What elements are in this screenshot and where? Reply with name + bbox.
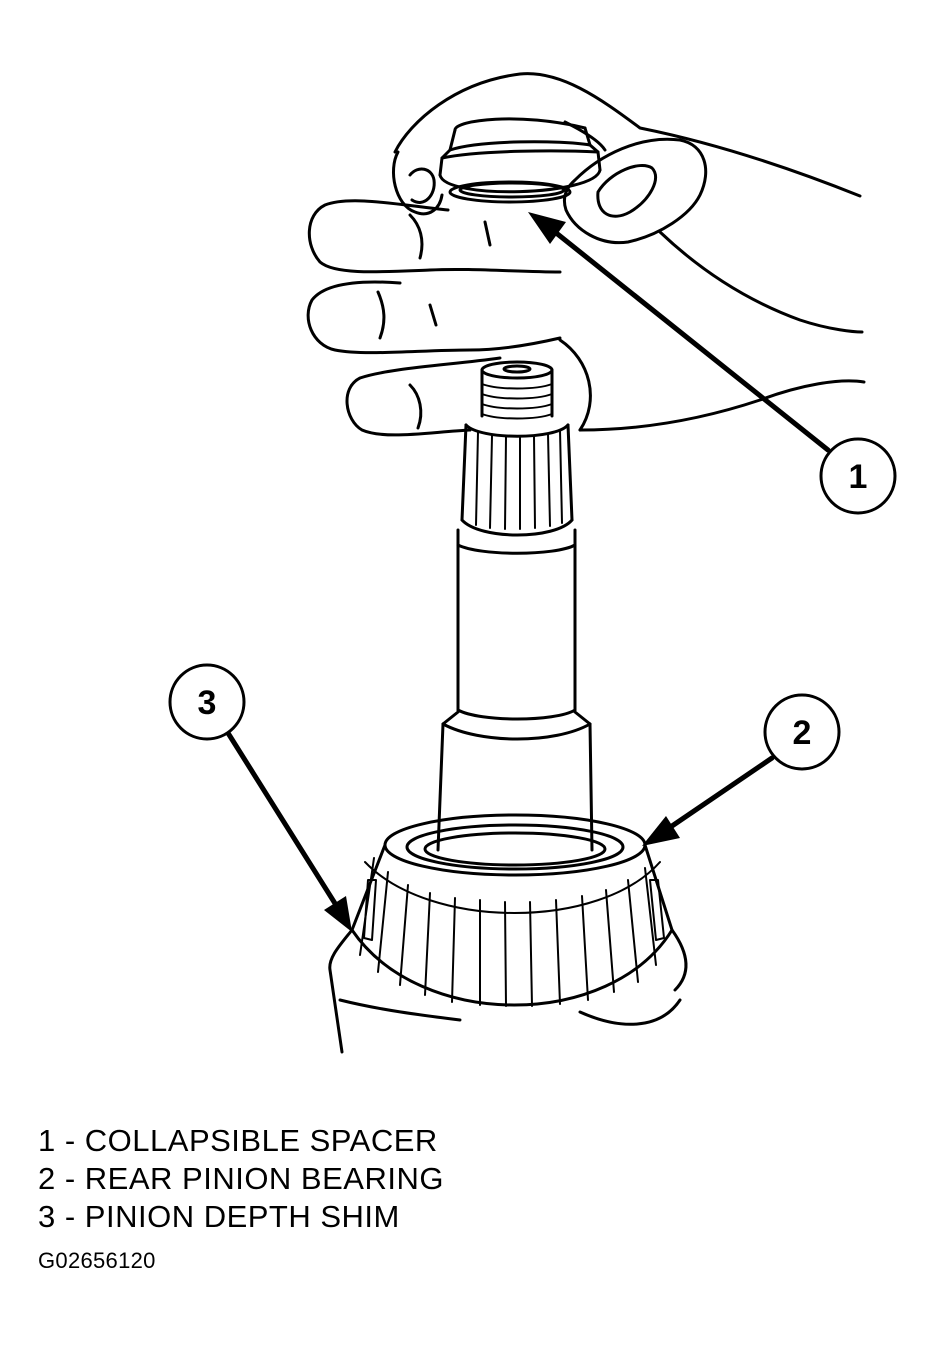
legend-item-1: 1 - COLLAPSIBLE SPACER — [38, 1123, 438, 1158]
callout-3: 3 — [168, 663, 352, 932]
collapsible-spacer — [438, 117, 602, 204]
pinion-shaft — [436, 360, 594, 852]
hand-drawing — [306, 72, 866, 437]
figure-id: G02656120 — [38, 1248, 156, 1273]
callout-1: 1 — [528, 212, 897, 515]
pinion-assembly-illustration: 1 2 3 — [168, 72, 897, 1054]
callout-2-number: 2 — [793, 714, 812, 752]
callout-1-number: 1 — [849, 458, 868, 496]
rear-pinion-bearing — [350, 813, 674, 1007]
legend-item-2: 2 - REAR PINION BEARING — [38, 1161, 444, 1196]
pinion-gear-base — [328, 928, 688, 1054]
legend-item-3: 3 - PINION DEPTH SHIM — [38, 1199, 400, 1234]
callout-2: 2 — [642, 693, 841, 846]
callout-3-number: 3 — [198, 684, 217, 722]
callout-legend: 1 - COLLAPSIBLE SPACER 2 - REAR PINION B… — [38, 1122, 444, 1236]
